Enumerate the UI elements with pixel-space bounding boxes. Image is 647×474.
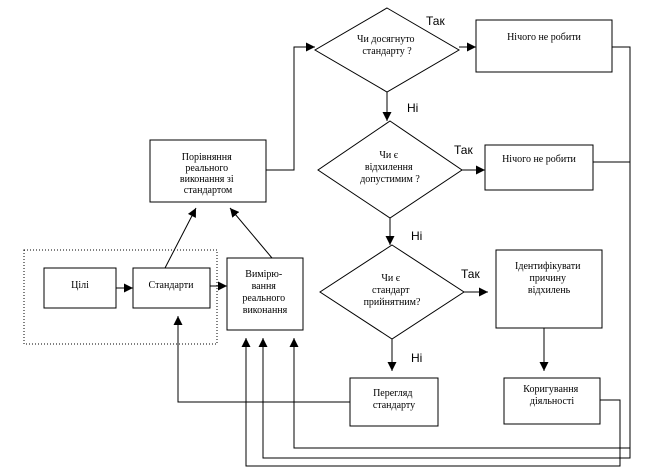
arrow-correct-to-measurement: [241, 338, 621, 467]
decision-deviation-acceptable: Чи є відхилення допустимим ?: [317, 120, 463, 219]
svg-text:Нічого не робити: Нічого не робити: [502, 154, 576, 165]
arrow-measurement-to-comparison: [229, 207, 273, 259]
identify-cause-box: Ідентифікувати причину відхилень: [495, 249, 603, 329]
svg-text:Коригування діяльності: Коригування діяльності: [523, 384, 580, 407]
do-nothing-box-1: Нічого не робити: [475, 19, 613, 73]
do-nothing-box-2: Нічого не робити: [484, 144, 594, 191]
goals-box: Цілі: [43, 267, 117, 309]
goals-standards-group-frame: [23, 249, 218, 345]
svg-text:Ідентифікувати причину: Ідентифікувати причину відхилень: [515, 261, 583, 296]
revise-standard-box: Перегляд стандарту: [349, 377, 439, 427]
standards-box: Стандарти: [132, 267, 211, 309]
svg-text:Стандарти: Стандарти: [149, 280, 195, 291]
correct-activity-box: Коригування діяльності: [503, 377, 601, 425]
branch-label-no-1: Ні: [407, 101, 418, 115]
svg-text:Цілі: Цілі: [71, 280, 89, 291]
svg-text:Чи досягнуто стандарту ?: Чи досягнуто стандарту ?: [357, 34, 417, 57]
decision-standard-acceptable: Чи є стандарт прийнятним?: [319, 244, 465, 340]
svg-text:Нічого не робити: Нічого не робити: [507, 32, 581, 43]
arrow-revise-to-standards: [173, 316, 350, 403]
comparison-box: Порівняння реального виконання зі станда…: [149, 139, 267, 203]
branch-label-yes-1: Так: [426, 14, 445, 28]
svg-text:Чи є відхилення до: Чи є відхилення допустимим ?: [360, 150, 420, 185]
svg-text:Порівняння реального: Порівняння реального виконання зі станда…: [180, 152, 236, 196]
branch-label-yes-2: Так: [454, 143, 473, 157]
branch-label-no-2: Ні: [411, 229, 422, 243]
svg-text:Чи є стандарт прий: Чи є стандарт прийнятним?: [364, 273, 421, 308]
branch-label-yes-3: Так: [461, 267, 480, 281]
arrow-standards-to-comparison: [164, 207, 197, 269]
branch-label-no-3: Ні: [411, 351, 422, 365]
svg-text:Вимірю- вання реал: Вимірю- вання реального виконання: [242, 269, 287, 316]
arrow-comparison-to-decision-1: [266, 42, 315, 171]
svg-text:Перегляд стандарту: Перегляд стандарту: [373, 388, 415, 411]
decision-standard-reached: Чи досягнуто стандарту ?: [314, 7, 460, 93]
arrow-do-nothing-2-to-measurement: [258, 161, 631, 459]
measurement-box: Вимірю- вання реального виконання: [226, 257, 304, 331]
